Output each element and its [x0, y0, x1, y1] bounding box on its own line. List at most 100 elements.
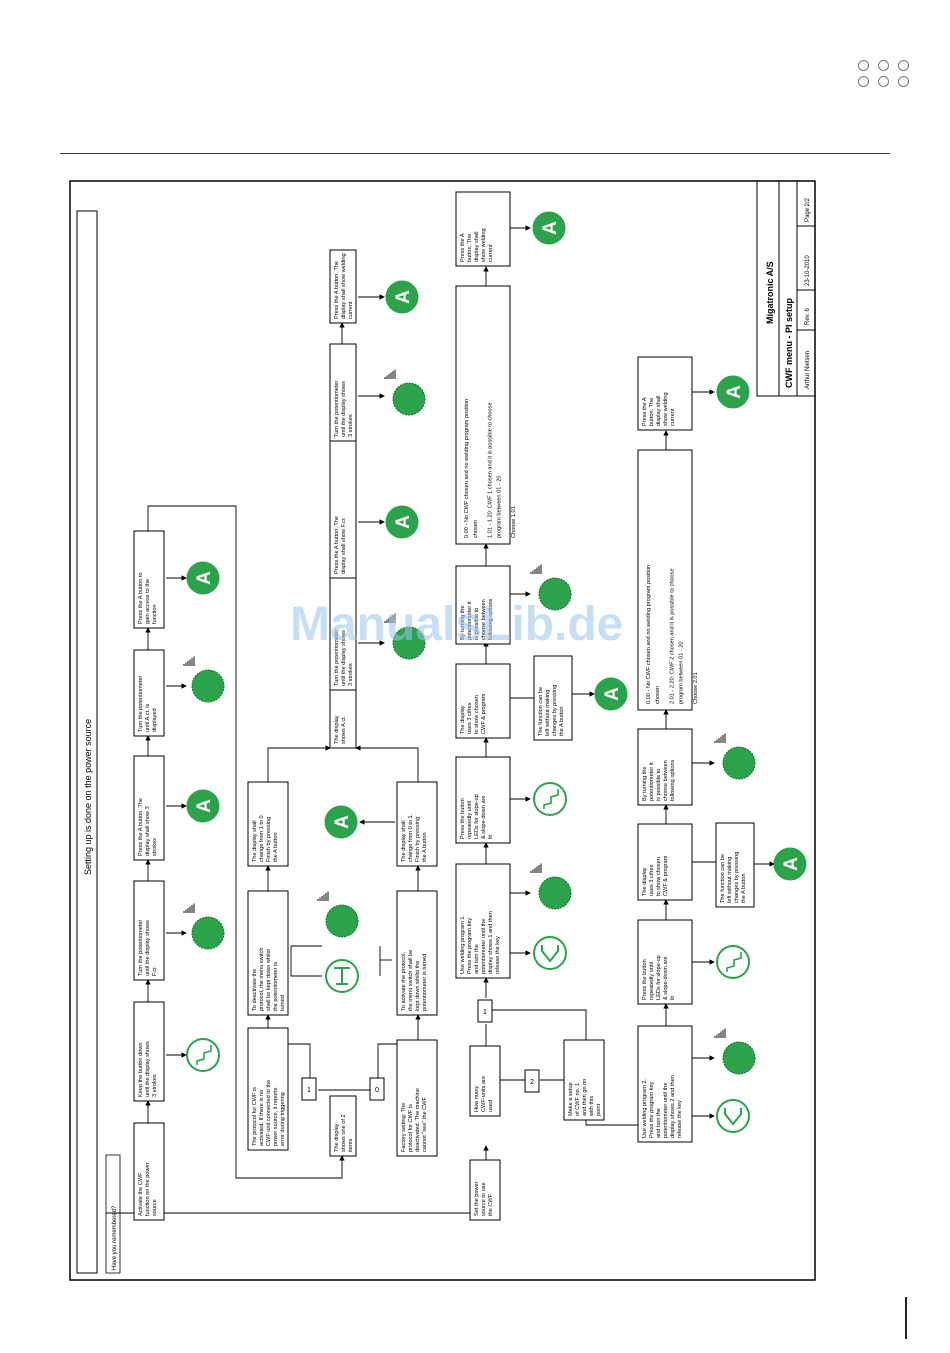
options-text-b26l2: program between 01 - 20: [496, 475, 502, 538]
step-text-b1: function on the power: [145, 1162, 151, 1216]
dots-logo: [858, 60, 910, 88]
step-text-b28: the A button: [559, 706, 565, 736]
step-text-b5: Turn the potentiometer: [138, 675, 144, 732]
step-text-b17: potentiometer is turned: [422, 954, 428, 1011]
potentiometer-icon: [530, 863, 572, 910]
step-text-b18: Finish by pressing: [415, 817, 421, 862]
options-text-b33l1: 0.00 - No CWF chosen and no welding prog…: [646, 565, 652, 704]
step-text-b23: lit: [488, 835, 494, 839]
step-text-b30: LEDs for slope-up: [656, 955, 662, 1000]
step-box-b11: [329, 577, 357, 691]
step-text-b25: By turning the: [460, 605, 466, 640]
diagram-frame: [69, 180, 816, 1281]
options-box-b26: [455, 285, 511, 545]
step-text-b24: The display: [460, 705, 466, 734]
step-text-b16: cannot "see" the CWF: [422, 1096, 428, 1152]
step-text-b30: & slope-down are: [663, 956, 669, 1000]
options-text-b26l1: chosen: [473, 520, 479, 538]
step-text-b27: Press the A: [460, 233, 466, 262]
step-text-b7: error during triggering: [280, 1092, 286, 1146]
step-text-b35: the A button: [741, 873, 747, 903]
step-text-b23: LEDs for slope-up: [474, 794, 480, 839]
program-key-icon: [533, 936, 567, 970]
step-text-b18: the A button: [422, 832, 428, 862]
step-text-b8: turned: [280, 995, 286, 1011]
step-text-b7: activated. If there is no: [259, 1090, 265, 1146]
options-text-b26l1: 0.00 - No CWF chosen and no welding prog…: [464, 399, 470, 538]
date: 23-10-2010: [805, 255, 811, 286]
step-text-b19: source to use: [481, 1182, 487, 1216]
step-box-b19: [469, 1159, 501, 1221]
menu-switch-icon: [325, 959, 359, 993]
question-label: Have you remembered?: [112, 1205, 118, 1270]
step-box-b21: [563, 1039, 605, 1121]
revision: Rev. 6: [805, 307, 811, 325]
step-text-b15: The display: [334, 1123, 340, 1152]
options-text-b33l2: 2.01 - 2.20: CWF 2 chosen and it is poss…: [669, 568, 675, 704]
step-box-b18: [396, 781, 438, 867]
step-text-b12: display shall show F.cr.: [341, 517, 347, 574]
step-text-b25: potentiometer it: [467, 601, 473, 640]
step-text-b6: function: [152, 604, 158, 624]
step-box-b6: [133, 530, 165, 629]
step-text-b8: To deactivate the: [252, 969, 258, 1011]
step-text-b25: following options: [488, 598, 494, 640]
step-text-b24: to show chosen: [474, 695, 480, 734]
step-text-b9: The display shall: [252, 820, 258, 862]
slope-led-icon: [533, 782, 567, 816]
potentiometer-icon: [714, 733, 756, 780]
choice-label-zero: 0: [375, 1087, 379, 1094]
step-text-b34: button. The: [649, 398, 655, 426]
title-block: Migatronic A/S CWF menu - PI setup Arthu…: [756, 180, 816, 397]
a-button-icon: A: [186, 789, 220, 823]
step-text-b27: current: [488, 244, 494, 262]
step-text-b19: the CWF: [488, 1193, 494, 1216]
step-text-b18: The display shall: [401, 820, 407, 862]
step-box-b3: [133, 880, 165, 981]
step-box-b25: [455, 565, 511, 645]
step-box-b27: [455, 191, 511, 267]
step-box-b28: [533, 655, 573, 741]
step-text-b8: protocol, the menu switch: [259, 948, 265, 1011]
top-rule: [60, 153, 890, 154]
step-text-b31: The display: [642, 867, 648, 896]
potentiometer-icon: [183, 903, 225, 950]
a-label: A: [781, 857, 802, 871]
step-box-b32: [637, 728, 693, 806]
step-text-b16: protocol for CWF is: [408, 1104, 414, 1152]
step-text-b5: displayed: [152, 708, 158, 732]
question-box: [105, 1154, 121, 1274]
author: Arthur Nielsen: [805, 351, 811, 389]
step-box-b16: [396, 1039, 438, 1157]
step-text-b30: repeatedly until: [649, 962, 655, 1000]
step-box-b15: [329, 1095, 357, 1157]
step-text-b22: Use welding program 1.: [460, 914, 466, 974]
potentiometer-icon: [317, 891, 359, 938]
step-text-b25: choose between: [481, 599, 487, 640]
step-text-b7: CWF unit connected to the: [266, 1080, 272, 1146]
step-text-b16: Factory setting: The: [401, 1103, 407, 1152]
step-text-b15: shows one of 2: [341, 1114, 347, 1152]
step-text-b4: strokes: [152, 838, 158, 856]
step-text-b32: is possible to: [656, 769, 662, 801]
options-text-b33l3: Choose 2.01: [693, 672, 699, 704]
step-text-b22: and turn the: [474, 944, 480, 974]
step-text-b30: lit: [670, 996, 676, 1000]
step-text-b7: The protocol for CWF is: [252, 1087, 258, 1146]
choice-label-one: 1: [307, 1087, 311, 1094]
step-box-b31: [637, 823, 693, 901]
a-button-icon: A: [324, 805, 358, 839]
program-key-icon: [716, 1099, 750, 1133]
a-button-icon: A: [532, 211, 566, 245]
step-text-b20: used: [488, 1100, 494, 1112]
step-text-b16: deactivated. The machine: [415, 1088, 421, 1152]
step-text-b4: display shall show 3: [145, 806, 151, 856]
step-box-b30: [637, 919, 693, 1005]
step-box-b29: [637, 1025, 693, 1143]
step-text-b21: with this: [589, 1096, 595, 1117]
step-text-b29: release the key: [677, 1100, 683, 1138]
step-text-b7: power source, it reports: [273, 1087, 279, 1146]
step-text-b1: Activate the CWF: [138, 1172, 144, 1216]
